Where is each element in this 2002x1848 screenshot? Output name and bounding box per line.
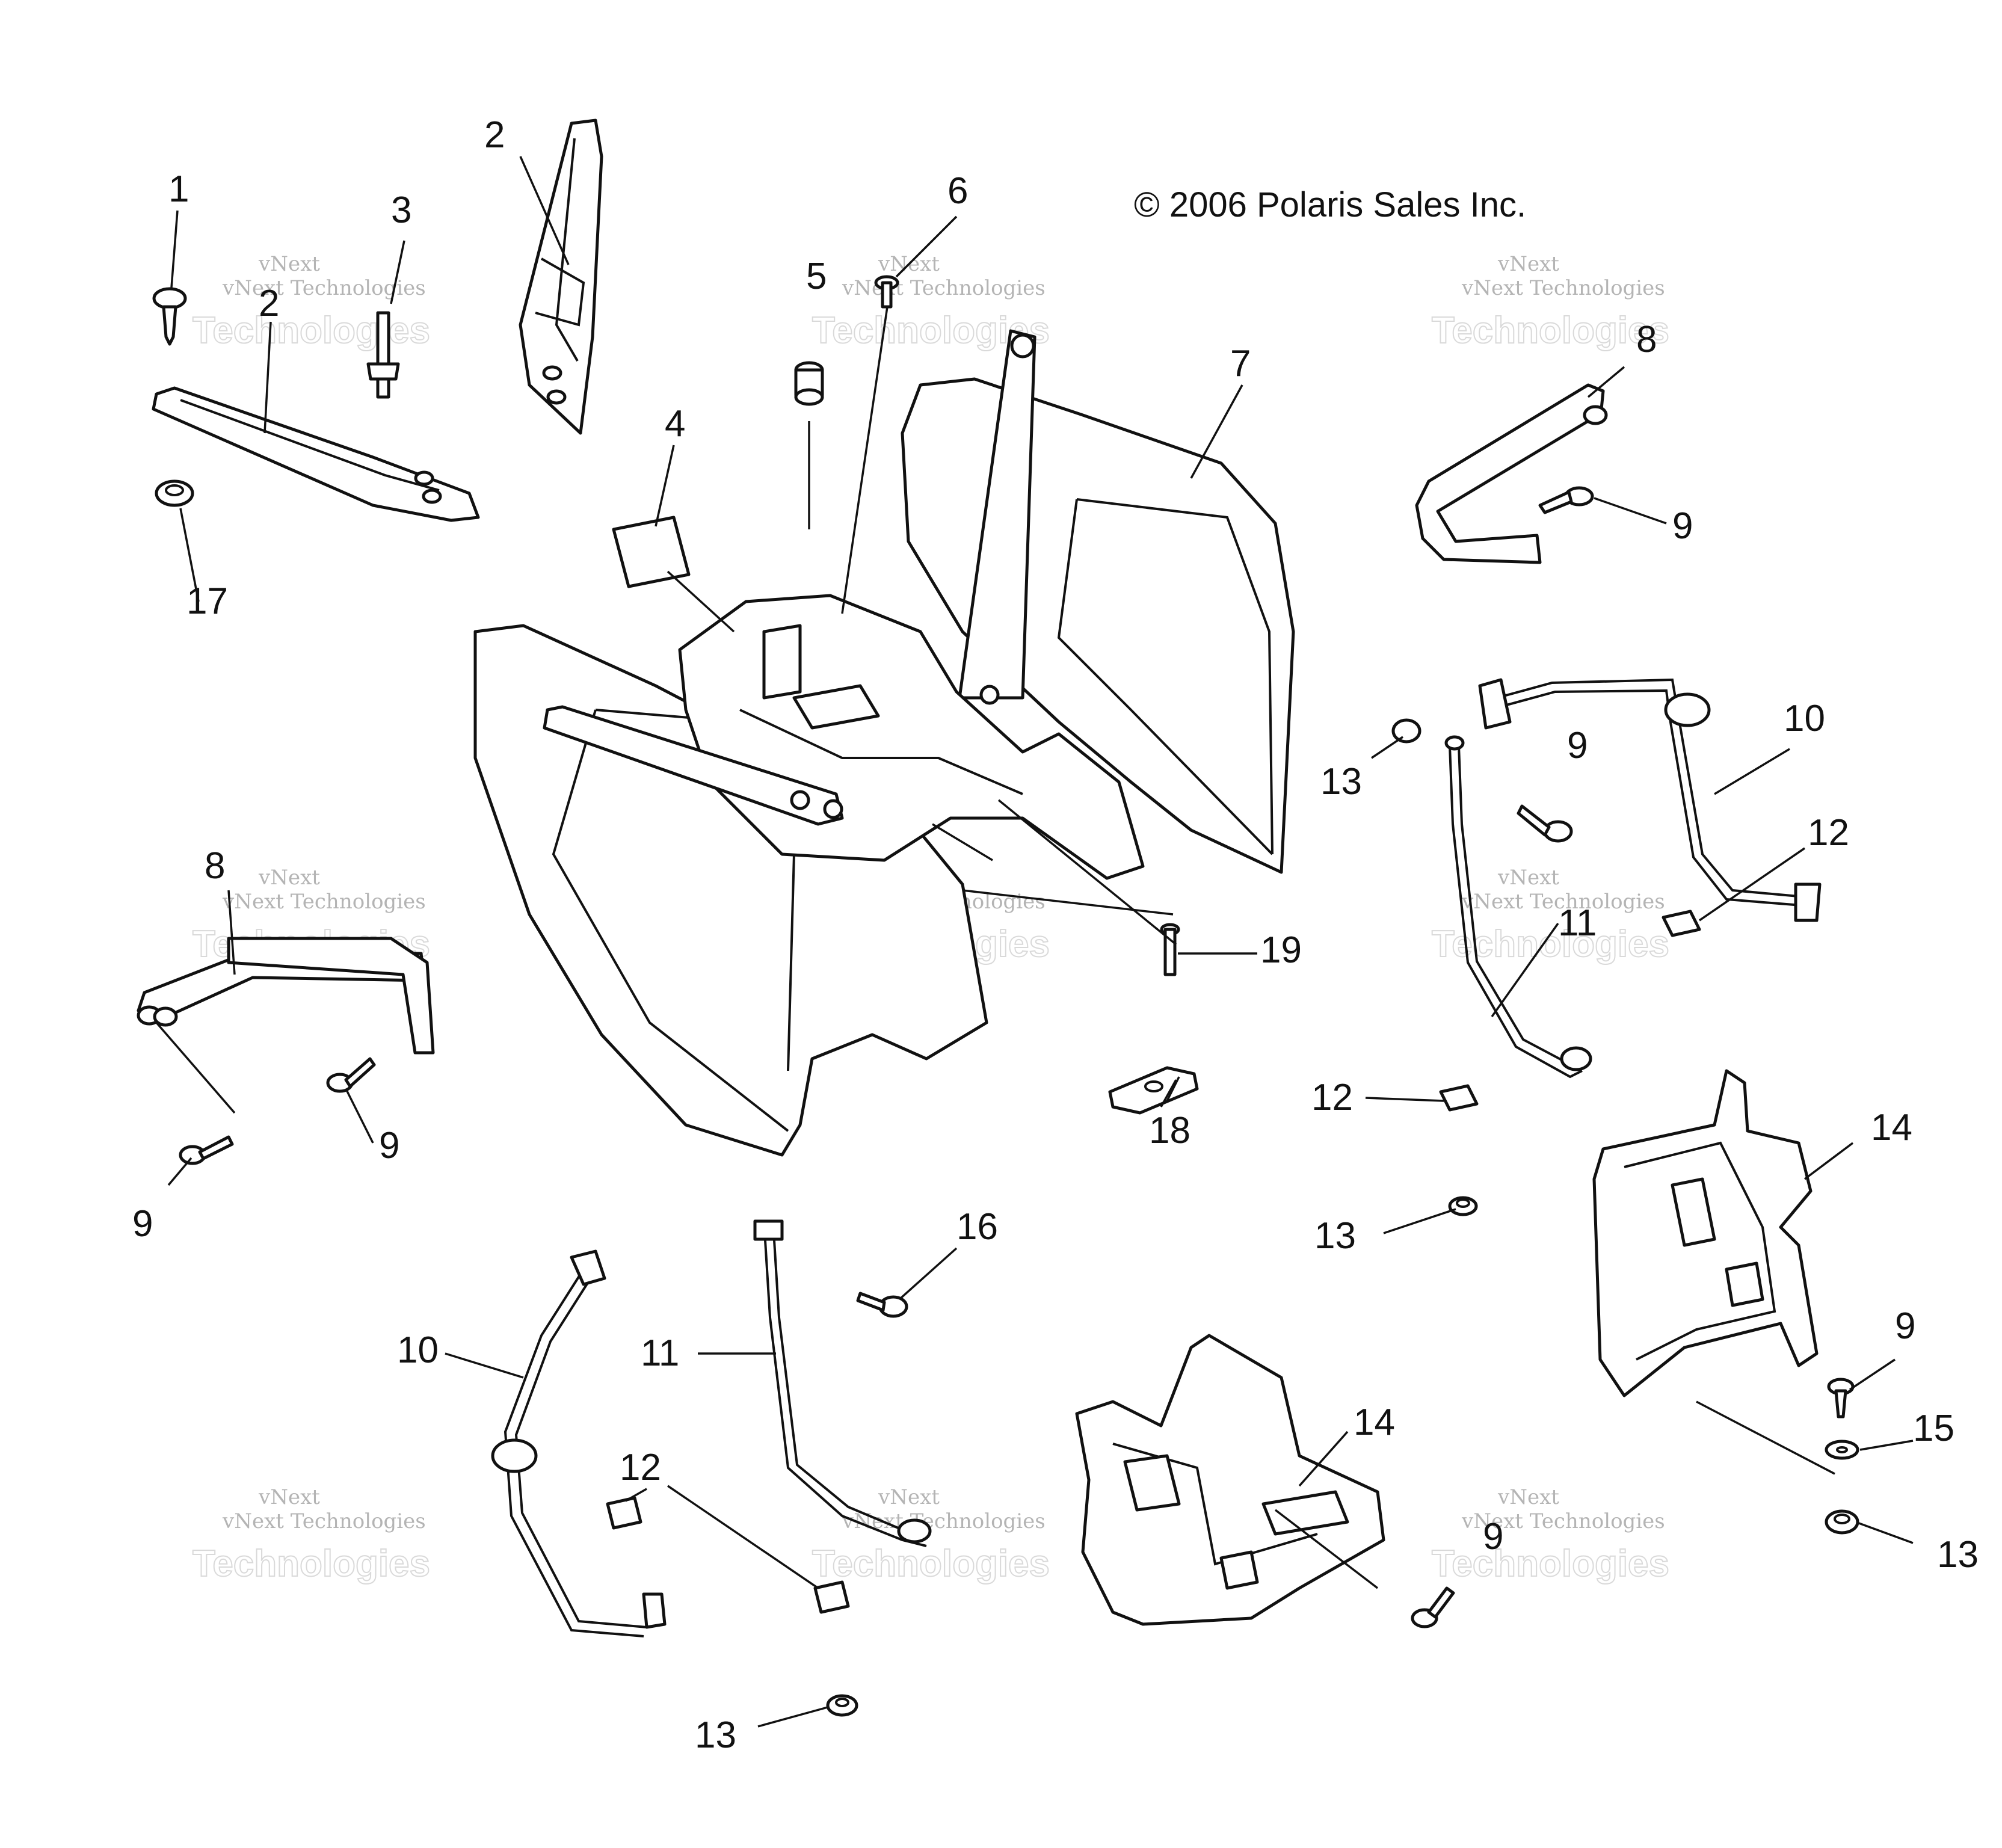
callout-13-a: 13 xyxy=(1320,761,1362,802)
callout-8-left: 8 xyxy=(205,845,225,887)
svg-text:Technologies: Technologies xyxy=(192,310,430,351)
svg-text:vNext: vNext xyxy=(258,252,320,276)
callout-12-c: 12 xyxy=(620,1447,661,1488)
svg-text:vNext: vNext xyxy=(1497,866,1559,890)
part-4-decal xyxy=(612,516,691,588)
callout-7: 7 xyxy=(1230,343,1251,384)
part-9-screw-a xyxy=(1538,486,1594,514)
callout-12-b: 12 xyxy=(1311,1077,1353,1118)
part-5-grommet xyxy=(794,361,824,406)
callout-18: 18 xyxy=(1149,1110,1190,1151)
callout-2-top: 2 xyxy=(484,114,505,156)
part-13-nut-d xyxy=(826,1694,858,1717)
callout-10-right: 10 xyxy=(1784,698,1825,739)
part-12-clip-c xyxy=(606,1496,642,1530)
watermark-1: vNext vNext Technologies Technologies xyxy=(192,252,431,352)
part-12-clip-a xyxy=(1662,910,1701,937)
part-10-bracket-left xyxy=(491,1249,667,1637)
svg-text:Technologies: Technologies xyxy=(1432,310,1669,351)
watermark-8: vNext vNext Technologies Technologies xyxy=(812,1485,1050,1585)
part-15-washer xyxy=(1825,1440,1859,1460)
callout-10-left: 10 xyxy=(397,1329,439,1371)
part-9-screw-f xyxy=(1411,1586,1455,1628)
watermark-9: vNext vNext Technologies Technologies xyxy=(1431,1485,1670,1585)
part-8-grab-bar-right xyxy=(1415,383,1608,564)
callout-8-right: 8 xyxy=(1636,319,1657,360)
watermark-6: vNext vNext Technologies Technologies xyxy=(1431,866,1670,966)
callout-13-c: 13 xyxy=(1937,1534,1979,1575)
part-17-nut xyxy=(155,479,194,507)
callout-9-a: 9 xyxy=(1672,505,1693,547)
callout-9-e: 9 xyxy=(1895,1305,1915,1347)
callout-2-left: 2 xyxy=(259,283,279,324)
svg-text:Technologies: Technologies xyxy=(192,1543,430,1585)
part-7-front-cab xyxy=(473,329,1295,1157)
svg-text:vNext Technologies: vNext Technologies xyxy=(842,1509,1046,1533)
callout-14-right: 14 xyxy=(1871,1107,1912,1148)
watermark-7: vNext vNext Technologies Technologies xyxy=(192,1485,431,1585)
part-13-nut-b xyxy=(1448,1196,1478,1216)
callout-3: 3 xyxy=(391,189,411,231)
svg-text:vNext Technologies: vNext Technologies xyxy=(1461,276,1665,300)
part-11-rod-right xyxy=(1444,735,1592,1079)
part-12-clip-d xyxy=(813,1580,850,1614)
callout-13-d: 13 xyxy=(695,1714,736,1756)
svg-text:vNext Technologies: vNext Technologies xyxy=(222,1509,426,1533)
svg-text:vNext: vNext xyxy=(258,866,320,890)
part-2-trim-vertical xyxy=(519,119,603,435)
part-9-screw-d xyxy=(179,1135,234,1165)
part-3-rivet xyxy=(366,311,400,399)
callout-9-b: 9 xyxy=(1567,725,1588,766)
part-2-trim-horizontal xyxy=(152,386,480,522)
part-9-screw-c xyxy=(326,1057,376,1093)
callout-14-bottom: 14 xyxy=(1354,1402,1395,1443)
svg-text:vNext Technologies: vNext Technologies xyxy=(1461,1509,1665,1533)
part-16-screw xyxy=(856,1292,908,1318)
copyright-text: © 2006 Polaris Sales Inc. xyxy=(1134,185,1526,224)
svg-text:vNext: vNext xyxy=(1497,252,1559,276)
part-19-pin xyxy=(1160,923,1180,976)
callout-9-c: 9 xyxy=(379,1125,399,1166)
svg-text:vNext: vNext xyxy=(878,1485,940,1509)
callout-1: 1 xyxy=(168,168,189,210)
svg-text:Technologies: Technologies xyxy=(1432,1543,1669,1585)
part-13-nut-c xyxy=(1825,1509,1859,1535)
callout-11-left: 11 xyxy=(641,1332,679,1374)
part-11-rod-left xyxy=(753,1219,932,1547)
part-14-footwell-bottom xyxy=(1075,1334,1385,1626)
watermark-3: vNext vNext Technologies Technologies xyxy=(1431,252,1670,352)
part-12-clip-b xyxy=(1439,1084,1479,1112)
part-14-footwell-right xyxy=(1592,1069,1819,1397)
part-18-plate xyxy=(1108,1066,1199,1115)
callout-12-a: 12 xyxy=(1808,812,1849,854)
svg-text:Technologies: Technologies xyxy=(812,1543,1050,1585)
callout-17: 17 xyxy=(186,581,228,622)
callout-5: 5 xyxy=(806,256,827,297)
part-13-nut-a xyxy=(1391,718,1421,744)
callout-11-right: 11 xyxy=(1558,902,1597,944)
svg-text:vNext Technologies: vNext Technologies xyxy=(1461,890,1665,914)
part-9-screw-e xyxy=(1827,1378,1855,1418)
leader-lines xyxy=(155,156,1914,1728)
callout-13-b: 13 xyxy=(1314,1215,1356,1257)
callout-6: 6 xyxy=(947,170,968,212)
part-1-screw xyxy=(152,287,187,346)
callout-labels: 1 2 2 3 4 5 6 7 8 9 17 13 9 10 12 11 8 1… xyxy=(132,114,1979,1756)
callout-15: 15 xyxy=(1913,1408,1954,1449)
svg-text:vNext Technologies: vNext Technologies xyxy=(222,890,426,914)
part-9-screw-b xyxy=(1517,804,1573,843)
svg-text:vNext Technologies: vNext Technologies xyxy=(842,276,1046,300)
part-8-grab-bar-left xyxy=(137,937,435,1055)
svg-text:Technologies: Technologies xyxy=(1432,923,1669,965)
callout-9-f: 9 xyxy=(1483,1516,1503,1557)
svg-text:vNext: vNext xyxy=(258,1485,320,1509)
callout-16: 16 xyxy=(956,1206,998,1248)
callout-4: 4 xyxy=(665,403,685,445)
svg-text:vNext: vNext xyxy=(1497,1485,1559,1509)
callout-19: 19 xyxy=(1260,929,1302,971)
part-10-bracket-right xyxy=(1478,678,1822,922)
callout-9-d: 9 xyxy=(132,1203,153,1245)
